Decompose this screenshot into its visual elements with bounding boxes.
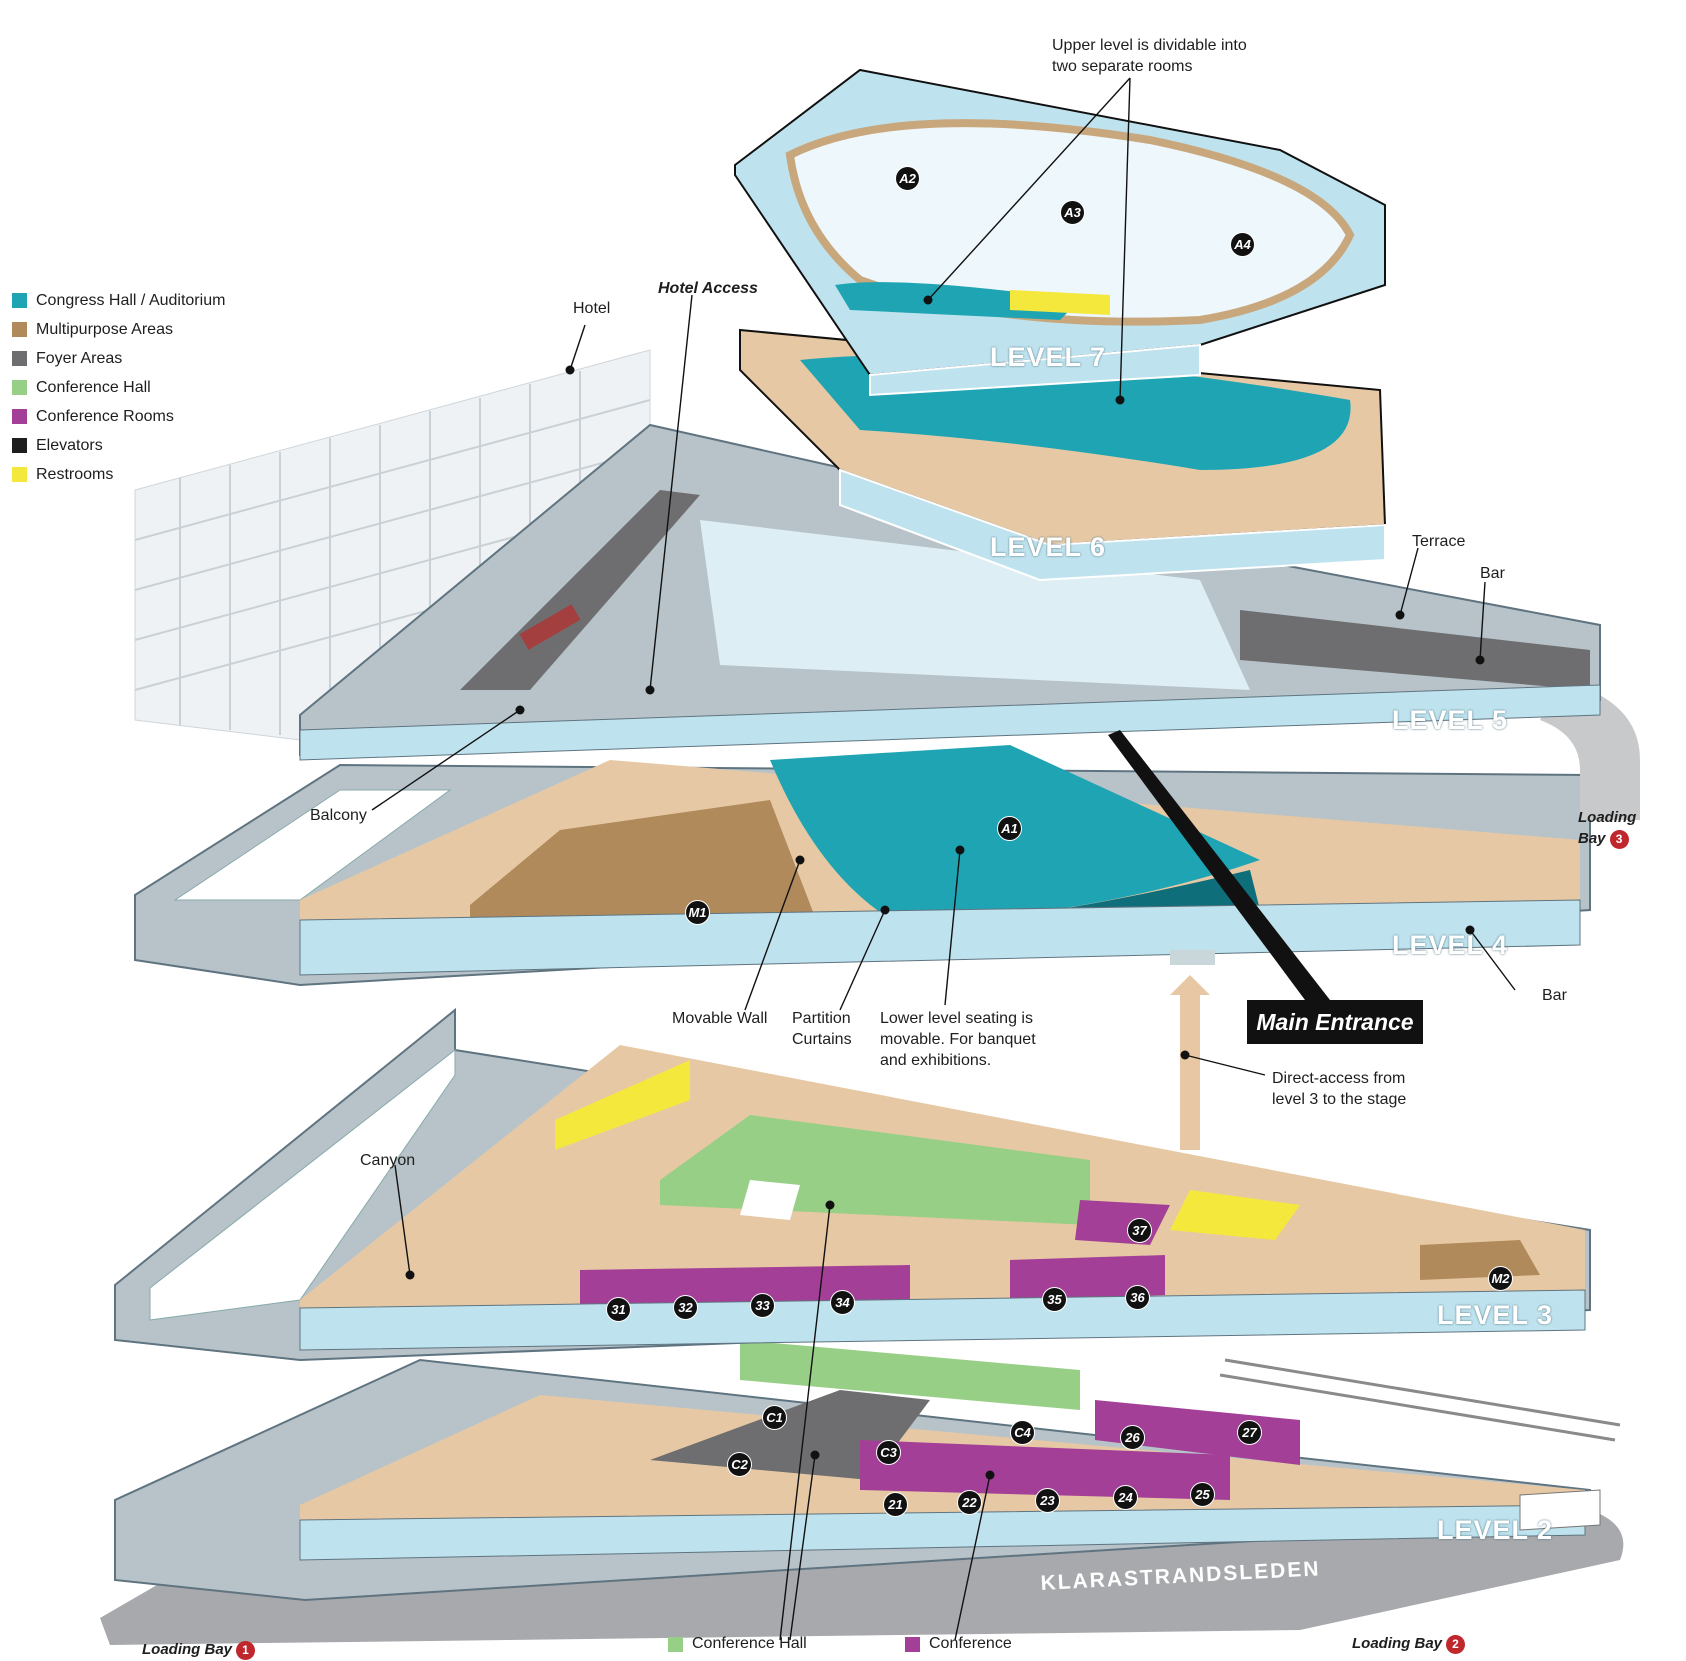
callout-canyon: Canyon bbox=[360, 1152, 416, 1169]
level-4-label: LEVEL 4 bbox=[1392, 930, 1509, 960]
room-badge-34: 34 bbox=[830, 1290, 855, 1315]
bottom-legend-conference-hall: Conference Hall bbox=[668, 1635, 807, 1653]
legend-item: Conference Hall bbox=[12, 373, 225, 402]
legend-swatch bbox=[12, 467, 27, 482]
level-3-floor bbox=[114, 1007, 1591, 1362]
legend-label: Conference Rooms bbox=[36, 407, 174, 425]
leader-dots bbox=[405, 295, 1485, 1480]
loading-bay-3-text: Loading Bay bbox=[1578, 809, 1637, 847]
level-7-label: LEVEL 7 bbox=[990, 342, 1107, 372]
stage-access-arrow bbox=[1170, 975, 1210, 1150]
room-badge-27: 27 bbox=[1237, 1420, 1262, 1445]
legend-label: Congress Hall / Auditorium bbox=[36, 291, 226, 309]
room-badge-a4: A4 bbox=[1230, 232, 1255, 257]
room-badge-c3: C3 bbox=[876, 1440, 901, 1465]
legend-label: Restrooms bbox=[36, 465, 114, 483]
legend-label: Foyer Areas bbox=[36, 349, 123, 367]
legend-swatch bbox=[12, 322, 27, 337]
level-2-floor bbox=[100, 1340, 1624, 1645]
legend-item: Restrooms bbox=[12, 460, 225, 489]
legend-item: Congress Hall / Auditorium bbox=[12, 286, 225, 315]
bottom-swatch-conference bbox=[905, 1636, 920, 1652]
level-4-floor bbox=[134, 745, 1591, 987]
bottom-legend-conference-hall-text: Conference Hall bbox=[692, 1635, 807, 1652]
level-2-label: LEVEL 2 bbox=[1437, 1515, 1554, 1545]
legend-item: Conference Rooms bbox=[12, 402, 225, 431]
room-badge-25: 25 bbox=[1190, 1482, 1215, 1507]
level-3-label: LEVEL 3 bbox=[1437, 1300, 1554, 1330]
room-badge-33: 33 bbox=[750, 1293, 775, 1318]
room-badge-c2: C2 bbox=[727, 1452, 752, 1477]
loading-bay-3-number: 3 bbox=[1609, 829, 1629, 849]
room-badge-c1: C1 bbox=[762, 1405, 787, 1430]
room-badge-37: 37 bbox=[1127, 1218, 1152, 1243]
room-badge-35: 35 bbox=[1042, 1287, 1067, 1312]
callout-bar-level4: Bar bbox=[1542, 987, 1567, 1004]
room-badge-24: 24 bbox=[1113, 1485, 1138, 1510]
legend-swatch bbox=[12, 351, 27, 366]
loading-bay-2-text: Loading Bay bbox=[1352, 1635, 1443, 1652]
legend-swatch bbox=[12, 293, 27, 308]
callout-upper-level-dividable: Upper level is dividable into two separa… bbox=[1052, 37, 1247, 75]
leader-lines bbox=[371, 77, 1516, 1641]
legend-label: Elevators bbox=[36, 436, 103, 454]
callout-movable-wall: Movable Wall bbox=[672, 1010, 768, 1027]
room-badge-c4: C4 bbox=[1010, 1420, 1035, 1445]
callout-terrace: Terrace bbox=[1412, 533, 1466, 550]
room-badge-26: 26 bbox=[1120, 1425, 1145, 1450]
room-badge-21: 21 bbox=[883, 1492, 908, 1517]
railway-track bbox=[1219, 1358, 1621, 1442]
bottom-legend-conference: Conference bbox=[905, 1635, 1012, 1653]
legend-swatch bbox=[12, 438, 27, 453]
room-badge-a2: A2 bbox=[895, 166, 920, 191]
room-badge-31: 31 bbox=[606, 1297, 631, 1322]
room-badge-a1: A1 bbox=[997, 816, 1022, 841]
callout-bar-level5: Bar bbox=[1480, 565, 1505, 582]
callout-direct-access: Direct-access from level 3 to the stage bbox=[1272, 1070, 1407, 1108]
room-badge-22: 22 bbox=[957, 1490, 982, 1515]
loading-bay-1-number: 1 bbox=[236, 1640, 256, 1660]
level-5-floor bbox=[299, 423, 1640, 820]
callout-hotel-access: Hotel Access bbox=[658, 280, 758, 297]
legend-swatch bbox=[12, 380, 27, 395]
legend-swatch bbox=[12, 409, 27, 424]
callout-balcony: Balcony bbox=[310, 807, 367, 824]
callout-hotel: Hotel bbox=[573, 300, 611, 317]
bottom-swatch-conference-hall bbox=[668, 1636, 683, 1652]
level-5-label: LEVEL 5 bbox=[1392, 705, 1509, 735]
main-entrance-label: Main Entrance bbox=[1247, 1000, 1423, 1044]
callout-partition-curtains: Partition Curtains bbox=[792, 1010, 852, 1048]
room-badge-32: 32 bbox=[673, 1295, 698, 1320]
room-badge-a3: A3 bbox=[1060, 200, 1085, 225]
legend-label: Conference Hall bbox=[36, 378, 151, 396]
legend-label: Multipurpose Areas bbox=[36, 320, 173, 338]
room-badge-36: 36 bbox=[1125, 1285, 1150, 1310]
legend-item: Multipurpose Areas bbox=[12, 315, 225, 344]
legend-item: Elevators bbox=[12, 431, 225, 460]
callout-lower-seating: Lower level seating is movable. For banq… bbox=[880, 1010, 1036, 1069]
room-badge-m2: M2 bbox=[1488, 1266, 1513, 1291]
legend-item: Foyer Areas bbox=[12, 344, 225, 373]
loading-bay-2-number: 2 bbox=[1446, 1634, 1466, 1654]
room-badge-m1: M1 bbox=[685, 900, 710, 925]
main-entrance-pointer bbox=[1108, 730, 1330, 1000]
bottom-legend-conference-text: Conference bbox=[929, 1635, 1012, 1652]
room-badge-23: 23 bbox=[1035, 1488, 1060, 1513]
level-6-label: LEVEL 6 bbox=[990, 532, 1107, 562]
